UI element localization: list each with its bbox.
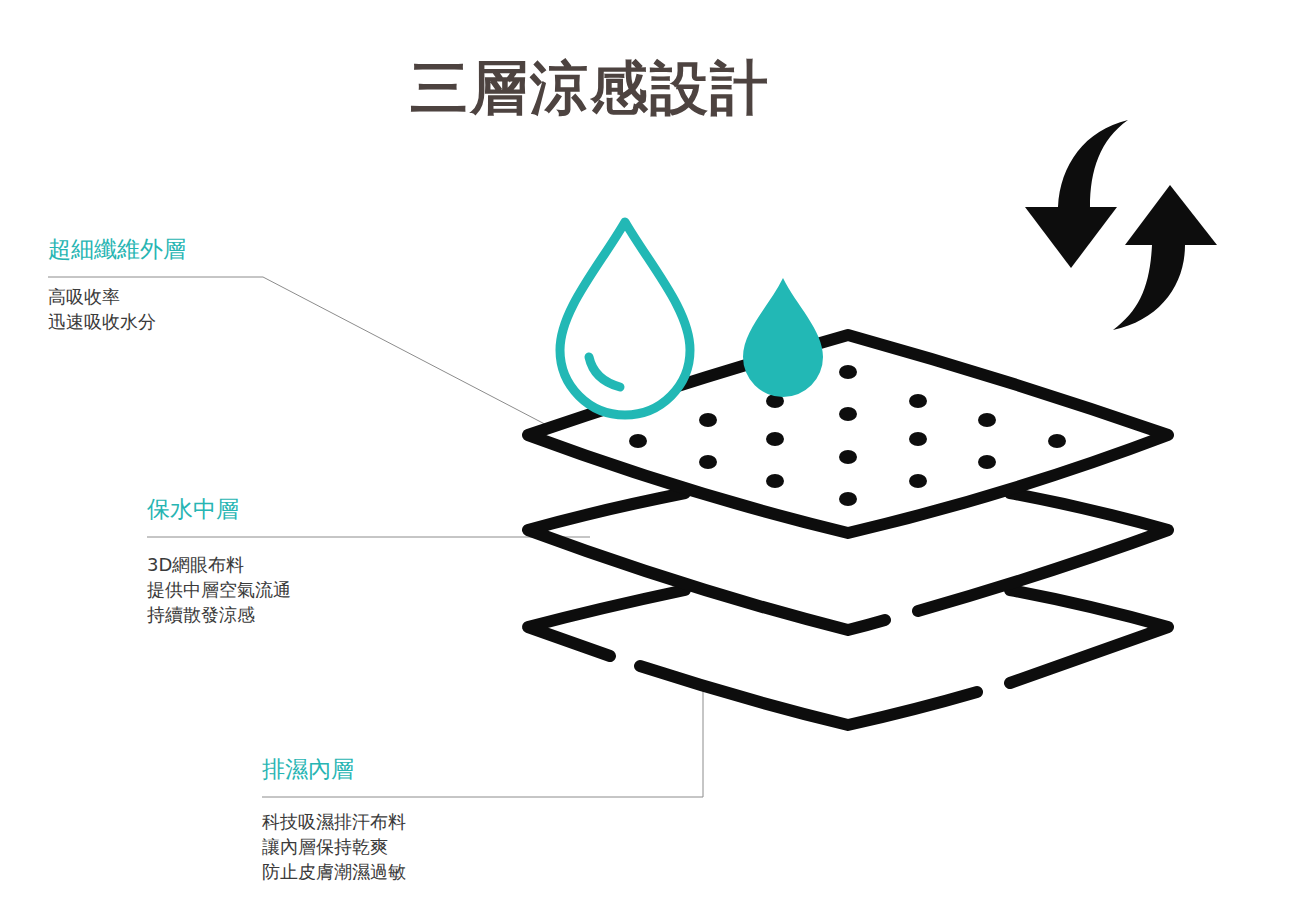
water-drop-outline	[560, 222, 690, 415]
layer-heading: 排濕內層	[262, 754, 354, 785]
bottom-layer	[528, 590, 685, 656]
leader-line	[48, 277, 560, 432]
layer-description: 高吸收率 迅速吸收水分	[48, 284, 156, 334]
bottom-layer	[640, 666, 977, 725]
layer-heading: 超細纖維外層	[48, 234, 186, 265]
layer-description: 3D網眼布料 提供中層空氣流通 持續散發涼感	[147, 552, 291, 627]
layer-heading: 保水中層	[147, 494, 239, 525]
pores	[629, 365, 1066, 506]
leader-line	[262, 690, 703, 797]
water-drops	[560, 222, 823, 415]
leader-line	[147, 537, 590, 538]
layer-description: 科技吸濕排汗布料 讓內層保持乾爽 防止皮膚潮濕過敏	[262, 809, 406, 884]
water-drop-filled	[743, 278, 823, 397]
bottom-layer	[1010, 590, 1168, 683]
diagram-title: 三層涼感設計	[410, 50, 770, 128]
drop-highlight	[589, 357, 620, 387]
exchange-arrows	[1025, 120, 1217, 330]
